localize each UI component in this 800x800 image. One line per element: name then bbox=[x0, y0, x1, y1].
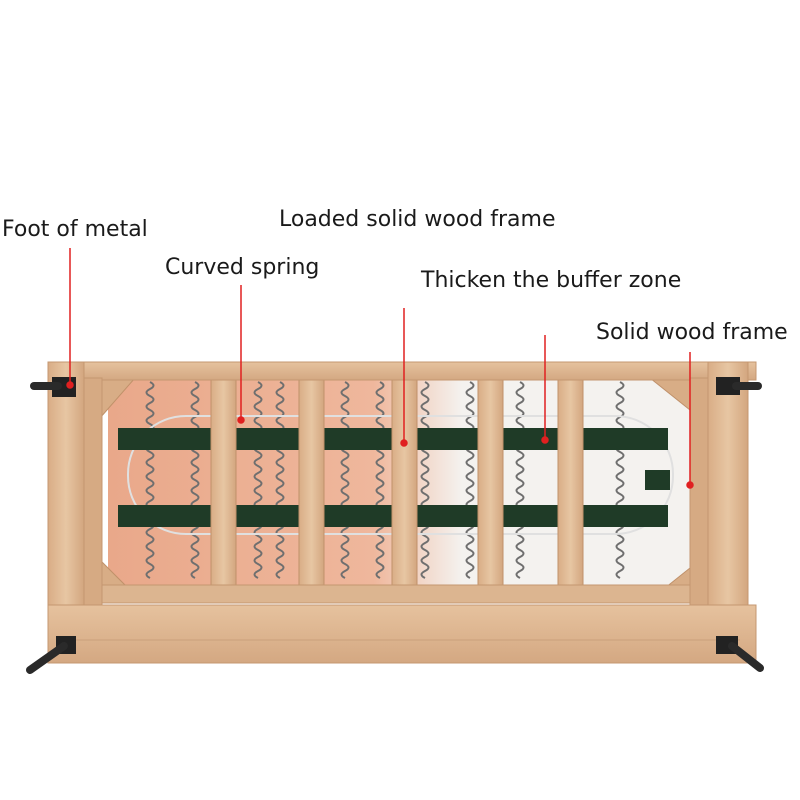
spring-coil bbox=[615, 381, 625, 579]
spring-coil bbox=[340, 381, 350, 579]
spring-coil bbox=[275, 381, 285, 579]
label-thicken-buffer-zone: Thicken the buffer zone bbox=[421, 268, 682, 293]
spring-coil bbox=[515, 381, 525, 579]
curved-springs bbox=[145, 381, 625, 579]
inner-floor-rail bbox=[99, 584, 706, 604]
leader-lines bbox=[66, 248, 694, 489]
label-solid-wood-frame: Solid wood frame bbox=[596, 320, 788, 345]
spring-coil bbox=[190, 381, 200, 579]
metal-foot-bottom-right bbox=[716, 636, 764, 672]
metal-foot-bottom-left bbox=[26, 636, 76, 674]
label-foot-of-metal: Foot of metal bbox=[2, 217, 148, 242]
label-curved-spring: Curved spring bbox=[165, 255, 320, 280]
spring-coil bbox=[253, 381, 263, 579]
spring-coil bbox=[145, 381, 155, 579]
metal-foot-top-right bbox=[716, 377, 762, 395]
spring-coil bbox=[375, 381, 385, 579]
spring-coil bbox=[420, 381, 430, 579]
buffer-strap-mid bbox=[645, 470, 670, 490]
solid-wood-frame bbox=[47, 361, 757, 664]
spring-coil bbox=[465, 381, 475, 579]
label-loaded-solid-wood-frame: Loaded solid wood frame bbox=[279, 207, 556, 232]
